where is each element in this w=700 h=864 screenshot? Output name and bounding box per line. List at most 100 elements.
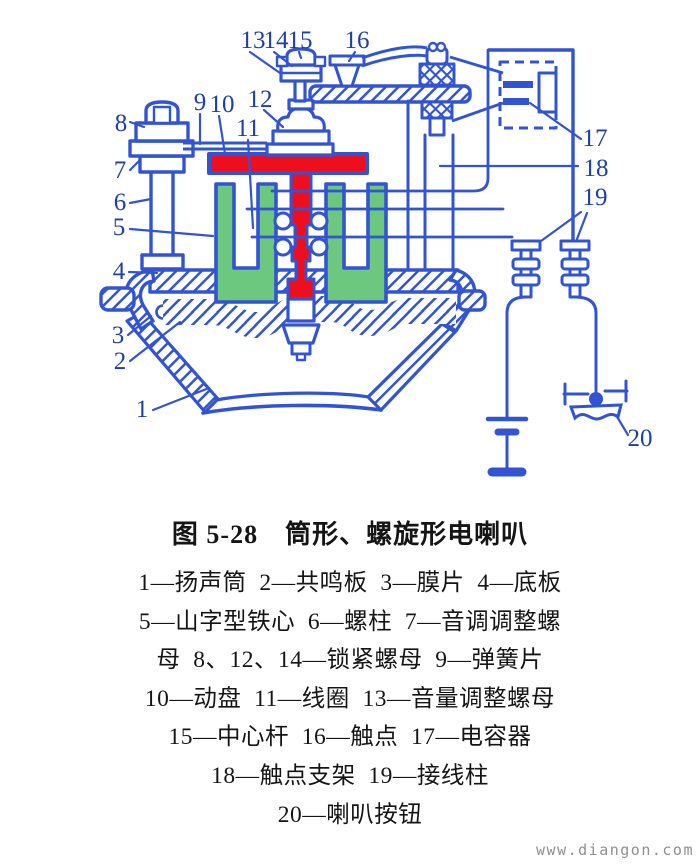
capacitor-element xyxy=(537,71,558,114)
terminal-post-right xyxy=(559,239,591,299)
leader-17 xyxy=(528,101,583,141)
pivot-nut-lower xyxy=(420,100,454,120)
coil-to-frame-wire xyxy=(270,48,490,193)
leader-13 xyxy=(248,50,282,75)
callout-17: 17 xyxy=(583,125,608,152)
battery-wire xyxy=(505,295,528,419)
contact-point-funnel xyxy=(333,63,361,88)
callout-3: 3 xyxy=(112,322,125,349)
external-circuit xyxy=(485,295,629,477)
tone-nut-lower xyxy=(138,154,186,174)
callout-11: 11 xyxy=(236,115,260,142)
callout-1: 1 xyxy=(136,396,149,423)
callout-19: 19 xyxy=(583,184,608,211)
armature-bottom-nut xyxy=(281,323,321,345)
capacitor-plate-upper xyxy=(503,81,533,88)
legend-line-5: 15—中心杆 16—触点 17—电容器 xyxy=(168,724,532,751)
leader-6 xyxy=(128,197,153,205)
capacitor-dashed-case xyxy=(498,60,558,130)
leader-4 xyxy=(127,270,159,275)
capacitor-lead-upper xyxy=(449,55,504,75)
stud-mount-block xyxy=(140,253,185,271)
coil-wire-right-upper xyxy=(309,211,329,231)
leader-12 xyxy=(262,108,285,129)
contact-support-arm xyxy=(308,84,472,104)
armature-hub xyxy=(286,297,316,323)
leader-7 xyxy=(128,159,141,172)
bell-bottom-rim-outer xyxy=(201,403,383,415)
leader-1 xyxy=(151,386,211,412)
callout-8: 8 xyxy=(115,110,128,137)
legend-line-1: 1—扬声筒 2—共鸣板 3—膜片 4—底板 xyxy=(138,570,562,596)
terminal-posts xyxy=(510,239,591,299)
capacitor-lead-lower xyxy=(451,101,504,123)
leader-11 xyxy=(246,138,255,230)
callout-6: 6 xyxy=(114,189,127,216)
coil-wire-left-lower xyxy=(273,237,293,257)
callout-4: 4 xyxy=(113,258,126,285)
terminal-stem xyxy=(568,283,582,299)
right-mounting-lug xyxy=(457,289,487,312)
callout-12: 12 xyxy=(248,86,273,113)
core-left-u xyxy=(214,182,278,304)
leader-5 xyxy=(128,227,215,238)
legend-line-7: 20—喇叭按钮 xyxy=(277,801,423,828)
button-contact-dot xyxy=(589,392,603,406)
leader-16 xyxy=(347,50,357,63)
leader-3 xyxy=(126,314,153,337)
rod-crown-nut-12 xyxy=(276,106,326,133)
figure-title: 图 5-28 筒形、螺旋形电喇叭 xyxy=(171,520,529,549)
leader-15 xyxy=(297,50,303,60)
callout-2: 2 xyxy=(114,348,127,375)
armature-bottom-stub xyxy=(290,341,312,356)
button-pad xyxy=(568,403,623,421)
leader-19a xyxy=(539,210,583,243)
legend-line-3: 母 8、12、14—锁紧螺母 9—弹簧片 xyxy=(156,647,544,674)
figure-caption: 图 5-28 筒形、螺旋形电喇叭 1—扬声筒 2—共鸣板 3—膜片 4—底板 5… xyxy=(0,517,700,834)
tone-adjust-bolt xyxy=(128,100,267,271)
contact-bracket-column xyxy=(406,99,455,272)
leader-8 xyxy=(128,120,146,129)
button-wire xyxy=(573,295,598,393)
callout-7: 7 xyxy=(114,157,127,184)
left-mounting-lug xyxy=(99,286,136,312)
callout-20: 20 xyxy=(628,425,653,452)
callout-13: 13 xyxy=(241,27,266,54)
callout-14: 14 xyxy=(264,27,290,54)
bell-right-wall xyxy=(366,322,457,412)
stud-shaft xyxy=(149,169,175,259)
diaphragm-left-cap xyxy=(155,304,164,320)
horn-bell-body xyxy=(125,311,457,415)
armature-bottom-tip xyxy=(295,352,307,362)
pivot-bolt-bump-left xyxy=(427,41,439,53)
battery-symbol xyxy=(485,416,529,477)
watermark-url: www.diangon.com xyxy=(536,841,694,859)
bell-bottom-rim-inner xyxy=(214,391,371,402)
coil-wire-right-lower xyxy=(309,237,329,257)
core-right-u xyxy=(324,182,388,304)
callout-9: 9 xyxy=(194,89,207,116)
terminal-stem xyxy=(519,283,533,299)
legend-line-2: 5—山字型铁心 6—螺柱 7—音调调整螺 xyxy=(138,608,562,635)
frame-top-and-right-wire xyxy=(488,48,575,241)
contact-arm-assembly xyxy=(308,41,472,137)
callout-5: 5 xyxy=(113,214,126,241)
leader-2 xyxy=(128,320,182,363)
callout-leader-lines xyxy=(126,50,630,437)
bolt-cap-inset xyxy=(152,105,172,125)
callout-labels: 1 2 3 4 5 6 7 8 9 10 11 12 13 14 15 16 1… xyxy=(112,27,653,452)
pivot-bolt-stem xyxy=(428,116,446,137)
pivot-bolt-bump-right xyxy=(435,41,447,53)
lock-nut-8 xyxy=(134,121,190,143)
leader-10 xyxy=(217,114,227,156)
terminal-post-left xyxy=(510,239,542,299)
horn-cross-section-diagram: 1 2 3 4 5 6 7 8 9 10 11 12 13 14 15 16 1… xyxy=(99,27,653,477)
rod-top-ear-right xyxy=(313,55,327,68)
legend-line-6: 18—触点支架 19—接线柱 xyxy=(211,762,489,789)
callout-18: 18 xyxy=(584,155,609,182)
base-plate-left-rim xyxy=(124,268,156,331)
moving-disc xyxy=(207,152,369,175)
coil-wire-left-upper xyxy=(273,211,293,231)
leader-19b xyxy=(575,211,589,241)
